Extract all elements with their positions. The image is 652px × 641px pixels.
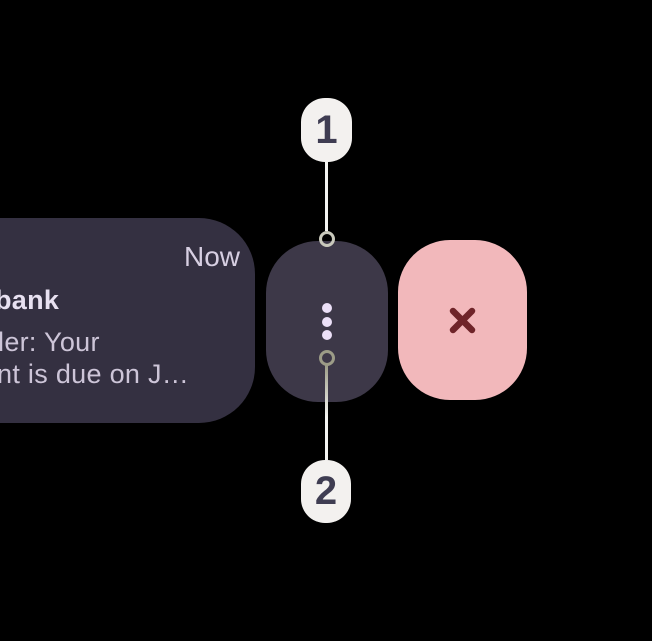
overflow-menu-icon (322, 303, 332, 340)
overflow-menu-dot (322, 316, 332, 327)
notification-timestamp: Now (183, 241, 240, 272)
notification-app-title: bank (0, 285, 60, 315)
notification-dismiss-button[interactable] (398, 240, 527, 400)
callout-badge-1: 1 (301, 98, 352, 162)
notification-card[interactable] (0, 218, 255, 423)
overflow-menu-dot (322, 303, 332, 313)
overflow-menu-dot (322, 330, 332, 340)
close-icon (449, 307, 476, 333)
callout-badge-2: 2 (301, 460, 351, 523)
notification-body-line-1: der: Your (0, 327, 100, 357)
callout-2-anchor-ring (318, 350, 335, 366)
callout-1-connector-line (325, 160, 328, 231)
callout-1-anchor-ring (318, 230, 335, 247)
notification-body-line-2: nt is due on J… (0, 359, 190, 389)
callout-2-connector-line (325, 365, 328, 460)
